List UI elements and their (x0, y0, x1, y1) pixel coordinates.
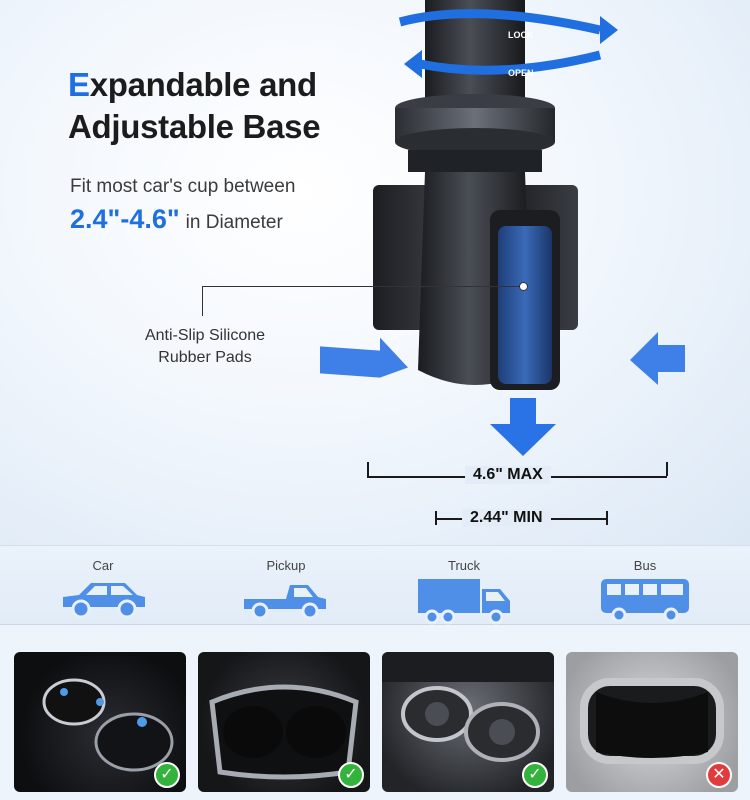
pad-label-line1: Anti-Slip Silicone (144, 327, 266, 344)
hero-section: Expandable and Adjustable Base Fit most … (0, 0, 750, 545)
cup-holder-image-3 (382, 652, 554, 762)
pad-label: Anti-Slip Silicone Rubber Pads (120, 325, 290, 369)
photo-cup-holder-1: ✓ (14, 652, 186, 792)
max-tick-right (666, 462, 668, 476)
vehicle-car: Car (43, 546, 163, 621)
max-tick-left (367, 462, 369, 476)
cup-holder-image-4 (580, 678, 724, 764)
pad-leader-line (202, 286, 524, 316)
compatible-check-icon: ✓ (522, 762, 548, 788)
diameter-range: 2.4"-4.6" (70, 204, 180, 234)
subtitle-line1: Fit most car's cup between (70, 176, 296, 197)
box-truck-icon (418, 579, 510, 625)
max-dimension-label: 4.6" MAX (465, 466, 551, 484)
pad-callout-dot (519, 282, 528, 291)
pickup-truck-icon (244, 585, 326, 620)
incompatible-x-icon: ✕ (706, 762, 732, 788)
title-first-letter: E (68, 66, 90, 103)
title-line1: xpandable and (89, 66, 317, 103)
cup-holder-base-illustration: LOCK OPEN (320, 0, 685, 456)
photo-cup-holder-4: ✕ (566, 652, 738, 792)
cup-holder-photos: ✓ ✓ ✓ ✕ (0, 626, 750, 800)
title-line2: Adjustable Base (68, 108, 321, 145)
vehicle-bus: Bus (585, 546, 705, 623)
open-label: OPEN (508, 68, 534, 78)
vehicle-car-label: Car (92, 558, 114, 573)
min-dimension-label: 2.44" MIN (462, 509, 551, 527)
photo-cup-holder-2: ✓ (198, 652, 370, 792)
bus-icon (601, 579, 689, 623)
compatible-check-icon: ✓ (154, 762, 180, 788)
range-suffix: in Diameter (185, 212, 283, 233)
vehicle-types-bar: Car Pickup Truck Bus (0, 545, 750, 625)
car-icon (63, 583, 145, 619)
subtitle-line2: 2.4"-4.6"in Diameter (70, 204, 283, 235)
pad-label-line2: Rubber Pads (158, 349, 252, 366)
vehicle-bus-label: Bus (633, 558, 657, 573)
page-title: Expandable and Adjustable Base (68, 64, 321, 148)
vehicle-pickup: Pickup (226, 546, 346, 621)
lock-label: LOCK (508, 30, 534, 40)
cup-holder-image-2 (209, 684, 359, 780)
vehicle-pickup-label: Pickup (266, 558, 306, 573)
cup-holder-image-1 (42, 678, 174, 772)
photo-cup-holder-3: ✓ (382, 652, 554, 792)
vehicle-truck-label: Truck (447, 558, 481, 573)
vehicle-truck: Truck (404, 546, 524, 625)
compatible-check-icon: ✓ (338, 762, 364, 788)
